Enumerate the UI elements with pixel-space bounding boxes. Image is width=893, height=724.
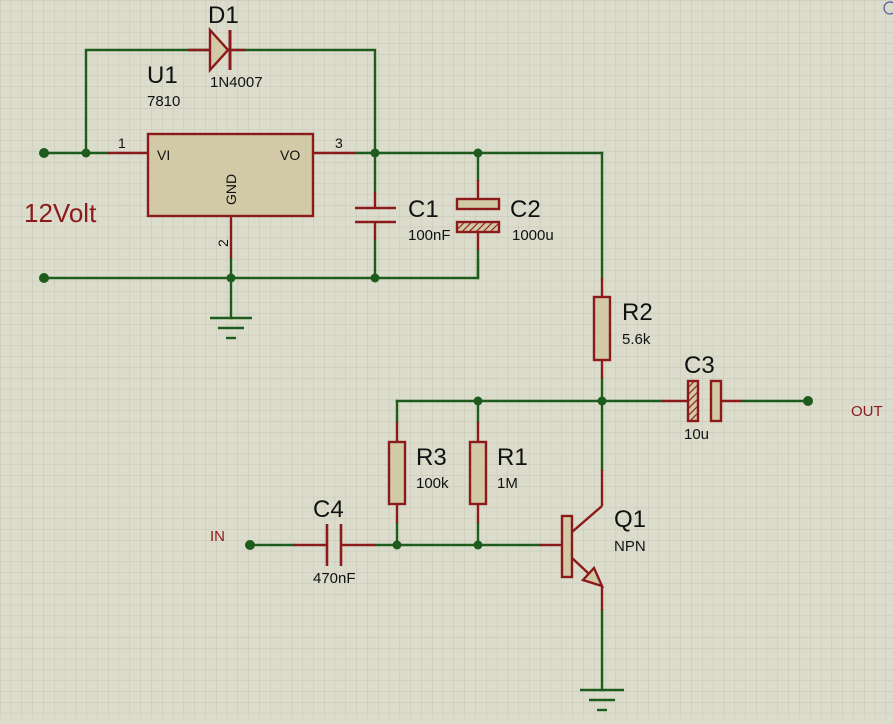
junction-dot — [81, 148, 91, 158]
c4-value: 470nF — [313, 570, 356, 587]
c3-ref: C3 — [684, 352, 715, 379]
q1-value: NPN — [614, 538, 646, 555]
q1-ref: Q1 — [614, 506, 646, 533]
d1-value: 1N4007 — [210, 74, 263, 91]
c1-ref: C1 — [408, 196, 439, 223]
c2-value: 1000u — [512, 227, 554, 244]
u1-pin1-number: 1 — [118, 135, 126, 151]
c4-ref: C4 — [313, 496, 344, 523]
c3-value: 10u — [684, 426, 709, 443]
capacitor-c1[interactable]: C1 100nF — [355, 192, 451, 244]
junction-dot — [473, 396, 483, 406]
u1-pin-vo: VO — [280, 147, 300, 163]
u1-pin-gnd: GND — [223, 174, 239, 205]
junction-dot — [226, 273, 236, 283]
u1-pin3-number: 3 — [335, 135, 343, 151]
d1-ref: D1 — [208, 2, 239, 29]
terminal-out[interactable] — [803, 396, 813, 406]
wire-diode-left[interactable] — [84, 48, 210, 155]
capacitor-c2[interactable]: C2 1000u — [455, 180, 554, 250]
junction-dot — [597, 396, 607, 406]
r3-value: 100k — [416, 475, 449, 492]
terminal-gnd[interactable] — [39, 273, 49, 283]
junction-dot — [370, 273, 380, 283]
junction-dot — [473, 148, 483, 158]
output-label: OUT — [851, 403, 883, 420]
junction-dot — [473, 540, 483, 550]
wire-ground-bus[interactable] — [42, 258, 480, 280]
ground-symbol-top — [210, 316, 252, 340]
input-label: IN — [210, 528, 225, 545]
terminal-in[interactable] — [245, 540, 255, 550]
transistor-q1[interactable]: Q1 NPN — [540, 470, 646, 610]
u1-value: 7810 — [147, 93, 180, 110]
resistor-r3[interactable]: R3 100k — [387, 422, 449, 523]
r1-ref: R1 — [497, 444, 528, 471]
c2-ref: C2 — [510, 196, 541, 223]
r3-ref: R3 — [416, 444, 447, 471]
u1-ref: U1 — [147, 62, 178, 89]
capacitor-c3[interactable]: C3 10u — [662, 352, 742, 443]
r2-ref: R2 — [622, 299, 653, 326]
junction-dot — [392, 540, 402, 550]
resistor-r2[interactable]: R2 5.6k — [592, 278, 653, 378]
u1-pin-vi: VI — [157, 147, 170, 163]
resistor-r1[interactable]: R1 1M — [468, 422, 528, 523]
wire-diode-right[interactable] — [231, 48, 377, 155]
c1-value: 100nF — [408, 227, 451, 244]
ground-symbol-bottom — [580, 688, 624, 712]
r2-value: 5.6k — [622, 331, 651, 348]
terminal-vin[interactable] — [39, 148, 49, 158]
supply-label: 12Volt — [24, 198, 97, 228]
u1-pin2-number: 2 — [215, 239, 231, 247]
capacitor-c4[interactable]: C4 470nF — [294, 496, 375, 587]
diode-d1[interactable]: D1 1N4007 — [188, 2, 263, 91]
junction-dot — [370, 148, 380, 158]
marker-icon — [883, 1, 893, 15]
r1-value: 1M — [497, 475, 518, 492]
regulator-u1[interactable]: U1 7810 VI VO GND 1 3 2 — [108, 62, 355, 258]
